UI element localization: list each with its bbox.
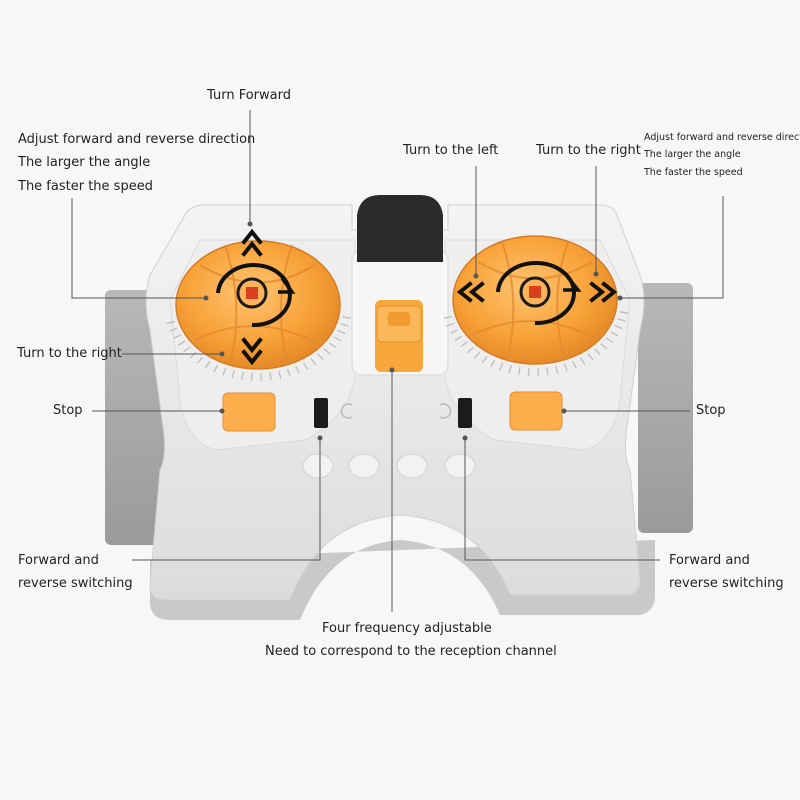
turn-right-top-label: Turn to the right (536, 143, 641, 158)
dial-tick (563, 363, 568, 372)
dial-tick (317, 353, 324, 361)
dial-tick (189, 351, 197, 359)
dial-tick (295, 365, 300, 374)
dial-tick (572, 360, 577, 369)
dial-tick (600, 343, 608, 350)
dial-tick (286, 368, 291, 377)
dial-tick (527, 367, 530, 376)
right-side-rail (638, 283, 693, 533)
antenna-block (357, 195, 443, 262)
dial-tick (204, 361, 211, 369)
dial-tick (278, 370, 282, 379)
dial-tick (213, 364, 219, 373)
dial-tick (340, 323, 349, 327)
left-speed-line-3: The faster the speed (18, 179, 153, 194)
dial-tick (587, 353, 594, 361)
switch-right-line-2: reverse switching (669, 576, 784, 591)
dial-tick (454, 335, 463, 341)
dial-tick (490, 359, 496, 368)
right-speed-line-3: The faster the speed (644, 167, 743, 178)
switch-right-line-1: Forward and (669, 553, 750, 568)
dial-tick (183, 346, 191, 353)
right-speed-line-2: The larger the angle (644, 149, 741, 160)
turn-forward-label: Turn Forward (207, 88, 291, 103)
dial-tick (333, 336, 342, 342)
dial-tick (310, 358, 317, 366)
rotate-clockwise-icon-right (496, 261, 582, 326)
dial-tick (222, 367, 227, 376)
dial-tick (323, 348, 331, 355)
dial-tick (605, 337, 614, 344)
dial-tick (508, 365, 512, 374)
rotate-clockwise-icon (216, 263, 296, 328)
dial-tick (499, 362, 504, 371)
dial-tick (546, 367, 549, 376)
callout-lines (71, 110, 724, 612)
left-dial-ticks (166, 316, 351, 381)
lego-studs (302, 453, 476, 479)
right-speed-line-1: Adjust forward and reverse direct (644, 132, 800, 143)
left-arrow-icon (456, 281, 485, 303)
right-direction-switch[interactable] (458, 398, 472, 428)
switch-left-line-2: reverse switching (18, 576, 133, 591)
right-dial-ticks (443, 311, 628, 376)
frequency-line-1: Four frequency adjustable (322, 621, 492, 636)
dial-tick (614, 324, 623, 330)
dial-tick (555, 365, 559, 374)
switch-left-line-1: Forward and (18, 553, 99, 568)
turn-right-left-label: Turn to the right (17, 346, 122, 361)
dial-tick (580, 357, 586, 365)
right-stop-button[interactable] (509, 391, 563, 431)
right-dial[interactable] (452, 235, 618, 365)
left-switch-mark (340, 403, 353, 419)
dial-tick (474, 351, 481, 359)
left-stop-button[interactable] (222, 392, 276, 432)
dial-tick (610, 331, 619, 337)
left-dial[interactable] (175, 240, 341, 370)
dial-tick (594, 348, 601, 356)
dial-tick (466, 346, 474, 354)
dial-tick (177, 340, 186, 346)
dial-tick (328, 342, 337, 349)
frequency-slider-knob (388, 312, 410, 326)
dial-tick (303, 362, 309, 370)
dial-tick (173, 334, 181, 339)
dial-tick (342, 316, 351, 319)
left-speed-line-1: Adjust forward and reverse direction (18, 132, 256, 147)
right-arrow-icon (589, 281, 618, 303)
dial-tick (231, 370, 235, 379)
dial-tick (197, 356, 204, 364)
dial-tick (269, 372, 272, 381)
dial-tick (518, 366, 521, 375)
left-speed-line-2: The larger the angle (18, 155, 151, 170)
dial-tick (619, 311, 628, 314)
dial-tick (169, 327, 178, 332)
stop-left-label: Stop (53, 403, 83, 418)
dial-tick (241, 371, 244, 380)
left-direction-switch[interactable] (314, 398, 328, 428)
dial-tick (337, 329, 346, 335)
dial-tick (450, 329, 458, 334)
turn-left-label: Turn to the left (403, 143, 499, 158)
dial-tick (250, 372, 253, 381)
frequency-line-2: Need to correspond to the reception chan… (265, 644, 557, 659)
dial-tick (443, 315, 452, 320)
stop-right-label: Stop (696, 403, 726, 418)
dial-tick (460, 341, 468, 348)
dial-tick (446, 322, 455, 327)
dial-tick (617, 318, 626, 322)
down-arrow-icon (241, 337, 263, 366)
right-switch-mark (439, 403, 452, 419)
dial-tick (166, 320, 175, 325)
up-arrow-icon (241, 228, 263, 257)
dial-tick (481, 356, 488, 364)
